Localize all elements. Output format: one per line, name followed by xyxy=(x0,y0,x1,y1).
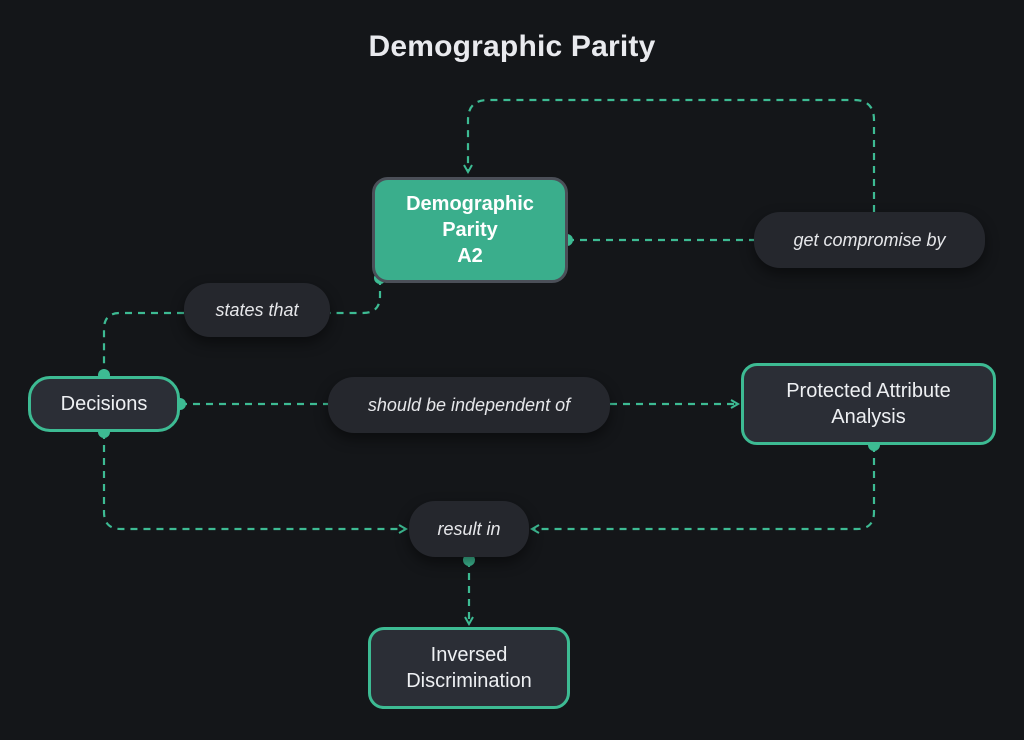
node-protected-line2: Analysis xyxy=(831,406,906,428)
node-main-line2: Parity xyxy=(442,219,498,241)
node-main-line1: Demographic xyxy=(406,193,534,215)
node-decisions-label: Decisions xyxy=(60,393,148,415)
edge-label-states-that: states that xyxy=(184,283,330,337)
edge-decisions-to-result xyxy=(102,432,406,529)
node-inversed-line1: Inversed xyxy=(430,644,508,666)
node-protected-line1: Protected Attribute xyxy=(786,380,951,402)
edge-states-that-to-decisions xyxy=(102,311,184,375)
node-inversed-line2: Discrimination xyxy=(406,670,532,692)
diagram-title: Demographic Parity xyxy=(368,30,656,63)
node-inversed-discrimination[interactable]: Inversed Discrimination xyxy=(368,627,570,709)
edge-label-result-in: result in xyxy=(409,501,529,557)
edge-label-should-be-independent-of: should be independent of xyxy=(328,377,610,433)
node-main-line3: A2 xyxy=(457,245,483,267)
edge-main-to-states-that xyxy=(330,278,382,315)
edge-label-get-compromise-by: get compromise by xyxy=(754,212,985,268)
node-demographic-parity-a2[interactable]: Demographic Parity A2 xyxy=(372,177,568,283)
node-protected-attribute-analysis[interactable]: Protected Attribute Analysis xyxy=(741,363,996,445)
edge-protected-to-result xyxy=(532,445,876,529)
connector-dot xyxy=(463,554,475,566)
node-decisions[interactable]: Decisions xyxy=(28,376,180,432)
